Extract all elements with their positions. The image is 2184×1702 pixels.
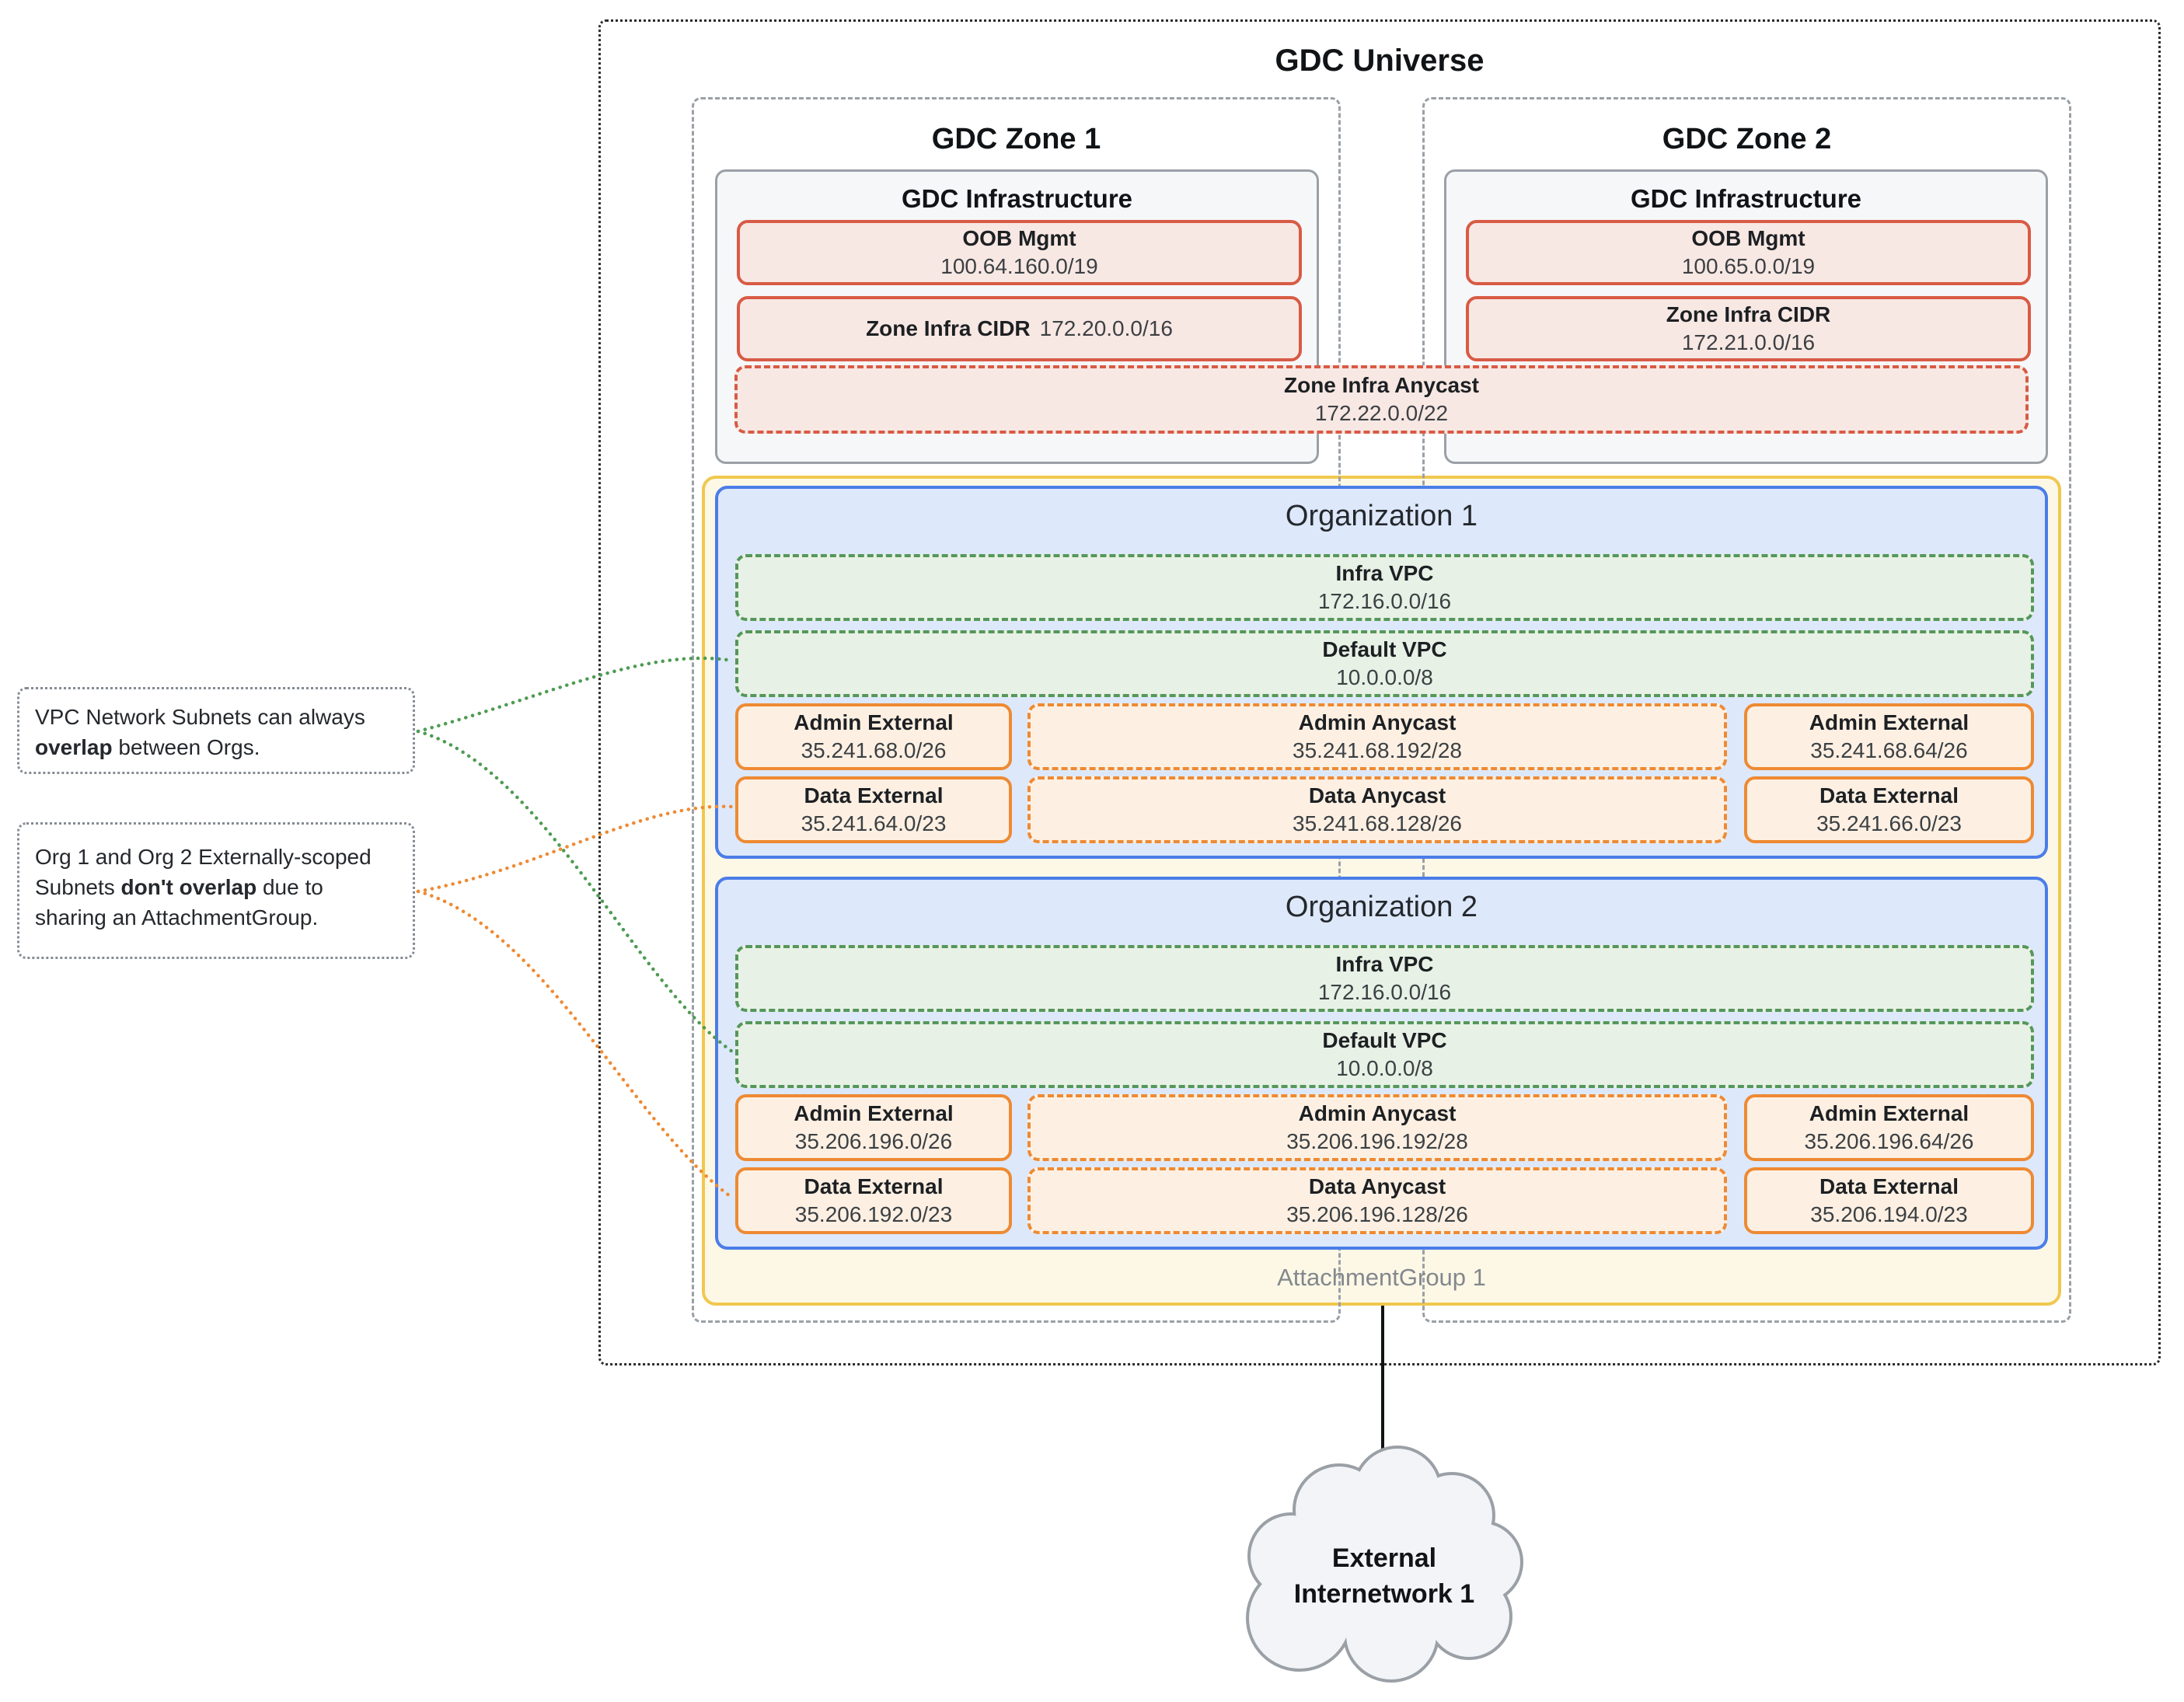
zone-1-infrastructure-title: GDC Infrastructure bbox=[901, 184, 1133, 213]
external-internetwork-label-line1: External bbox=[1331, 1543, 1437, 1573]
universe-title: GDC Universe bbox=[1275, 44, 1484, 78]
org-2-admin-external-left-cidr: 35.206.196.0/26 bbox=[794, 1129, 953, 1153]
org-2-infra-vpc-box: Infra VPC 172.16.0.0/16 bbox=[735, 945, 2034, 1012]
org-2-data-external-right-label: Data External bbox=[1819, 1174, 1959, 1198]
org-2-data-external-right-box: Data External 35.206.194.0/23 bbox=[1744, 1167, 2034, 1234]
org-1-admin-external-left-label: Admin External bbox=[794, 710, 954, 734]
org-1-data-external-left-cidr: 35.241.64.0/23 bbox=[801, 811, 947, 835]
zone-infra-anycast-label: Zone Infra Anycast bbox=[1283, 373, 1479, 397]
org-1-admin-anycast-cidr: 35.241.68.192/28 bbox=[1293, 738, 1462, 762]
zone-2-infra-cidr-value: 172.21.0.0/16 bbox=[1681, 330, 1816, 354]
zone-2-oob-mgmt-cidr: 100.65.0.0/19 bbox=[1681, 254, 1816, 278]
org-2-data-external-left-label: Data External bbox=[804, 1174, 944, 1198]
annotation-no-overlap-text-pre: Org 1 and Org 2 Externally-scoped Subnet… bbox=[35, 845, 372, 899]
org-1-admin-external-right-cidr: 35.241.68.64/26 bbox=[1810, 738, 1968, 762]
annotation-subnets-overlap: VPC Network Subnets can always overlap b… bbox=[17, 687, 415, 774]
attachment-group-label: AttachmentGroup 1 bbox=[1277, 1264, 1486, 1291]
org-1-data-external-right-label: Data External bbox=[1819, 783, 1959, 807]
org-2-admin-anycast-cidr: 35.206.196.192/28 bbox=[1286, 1129, 1468, 1153]
org-1-data-external-right-box: Data External 35.241.66.0/23 bbox=[1744, 776, 2034, 843]
annotation-no-overlap-text-post: due to sharing an AttachmentGroup. bbox=[35, 875, 323, 929]
organization-1-title: Organization 1 bbox=[1285, 500, 1478, 532]
org-2-infra-vpc-cidr: 172.16.0.0/16 bbox=[1317, 980, 1452, 1004]
zone-1-title: GDC Zone 1 bbox=[931, 123, 1101, 155]
zone-2-infra-cidr-box: Zone Infra CIDR 172.21.0.0/16 bbox=[1466, 296, 2031, 361]
zone-1-oob-mgmt-label: OOB Mgmt bbox=[962, 226, 1076, 250]
zone-1-infra-cidr-value: 172.20.0.0/16 bbox=[1039, 316, 1173, 340]
org-1-admin-external-left-cidr: 35.241.68.0/26 bbox=[801, 738, 947, 762]
org-1-admin-external-left-box: Admin External 35.241.68.0/26 bbox=[735, 703, 1012, 770]
org-2-default-vpc-cidr: 10.0.0.0/8 bbox=[1336, 1056, 1433, 1080]
org-2-admin-external-left-label: Admin External bbox=[794, 1101, 954, 1125]
org-2-default-vpc-label: Default VPC bbox=[1322, 1028, 1447, 1052]
zone-2-infra-cidr-label: Zone Infra CIDR bbox=[1666, 302, 1831, 326]
org-1-data-anycast-cidr: 35.241.68.128/26 bbox=[1293, 811, 1462, 835]
org-1-infra-vpc-box: Infra VPC 172.16.0.0/16 bbox=[735, 554, 2034, 621]
zone-2-infrastructure-title: GDC Infrastructure bbox=[1630, 184, 1862, 213]
org-1-data-anycast-box: Data Anycast 35.241.68.128/26 bbox=[1027, 776, 1727, 843]
zone-2-title: GDC Zone 2 bbox=[1662, 123, 1832, 155]
org-2-admin-external-left-box: Admin External 35.206.196.0/26 bbox=[735, 1094, 1012, 1161]
annotation-no-overlap-text-bold: don't overlap bbox=[120, 875, 257, 899]
org-2-data-external-left-box: Data External 35.206.192.0/23 bbox=[735, 1167, 1012, 1234]
annotation-overlap-text-pre: VPC Network Subnets can always bbox=[35, 705, 365, 729]
org-1-admin-anycast-label: Admin Anycast bbox=[1298, 710, 1457, 734]
zone-1-infra-cidr-box: Zone Infra CIDR 172.20.0.0/16 bbox=[737, 296, 1302, 361]
annotation-subnets-dont-overlap: Org 1 and Org 2 Externally-scoped Subnet… bbox=[17, 822, 415, 959]
org-2-data-anycast-cidr: 35.206.196.128/26 bbox=[1286, 1202, 1468, 1226]
external-internetwork-label: External Internetwork 1 bbox=[1252, 1540, 1516, 1612]
org-2-data-external-left-cidr: 35.206.192.0/23 bbox=[794, 1202, 953, 1226]
external-internetwork-label-line2: Internetwork 1 bbox=[1293, 1579, 1475, 1609]
org-1-infra-vpc-cidr: 172.16.0.0/16 bbox=[1317, 589, 1452, 613]
org-2-data-external-right-cidr: 35.206.194.0/23 bbox=[1810, 1202, 1968, 1226]
zone-1-oob-mgmt-cidr: 100.64.160.0/19 bbox=[940, 254, 1098, 278]
org-1-admin-external-right-label: Admin External bbox=[1809, 710, 1969, 734]
org-2-data-anycast-box: Data Anycast 35.206.196.128/26 bbox=[1027, 1167, 1727, 1234]
org-2-admin-external-right-box: Admin External 35.206.196.64/26 bbox=[1744, 1094, 2034, 1161]
zone-1-oob-mgmt-box: OOB Mgmt 100.64.160.0/19 bbox=[737, 220, 1302, 285]
org-1-default-vpc-cidr: 10.0.0.0/8 bbox=[1336, 665, 1433, 689]
org-1-infra-vpc-label: Infra VPC bbox=[1335, 561, 1434, 585]
org-2-admin-external-right-cidr: 35.206.196.64/26 bbox=[1804, 1129, 1974, 1153]
zone-infra-anycast-cidr: 172.22.0.0/22 bbox=[1314, 401, 1449, 425]
zone-1-infra-cidr-label: Zone Infra CIDR bbox=[866, 316, 1031, 340]
annotation-overlap-text-post: between Orgs. bbox=[112, 735, 260, 759]
org-1-default-vpc-box: Default VPC 10.0.0.0/8 bbox=[735, 630, 2034, 697]
org-1-default-vpc-label: Default VPC bbox=[1322, 637, 1447, 661]
organization-1-box: Organization 1 Infra VPC 172.16.0.0/16 D… bbox=[715, 486, 2048, 859]
org-2-infra-vpc-label: Infra VPC bbox=[1335, 952, 1434, 976]
annotation-overlap-text-bold: overlap bbox=[35, 735, 113, 759]
org-2-admin-anycast-label: Admin Anycast bbox=[1298, 1101, 1457, 1125]
zone-2-oob-mgmt-box: OOB Mgmt 100.65.0.0/19 bbox=[1466, 220, 2031, 285]
zone-infra-anycast-box: Zone Infra Anycast 172.22.0.0/22 bbox=[734, 365, 2029, 434]
org-1-admin-external-right-box: Admin External 35.241.68.64/26 bbox=[1744, 703, 2034, 770]
org-1-data-external-right-cidr: 35.241.66.0/23 bbox=[1816, 811, 1962, 835]
organization-2-title: Organization 2 bbox=[1285, 891, 1478, 923]
org-1-data-anycast-label: Data Anycast bbox=[1308, 783, 1446, 807]
organization-2-box: Organization 2 Infra VPC 172.16.0.0/16 D… bbox=[715, 877, 2048, 1250]
org-1-data-external-left-label: Data External bbox=[804, 783, 944, 807]
org-1-admin-anycast-box: Admin Anycast 35.241.68.192/28 bbox=[1027, 703, 1727, 770]
org-2-default-vpc-box: Default VPC 10.0.0.0/8 bbox=[735, 1021, 2034, 1088]
org-2-admin-anycast-box: Admin Anycast 35.206.196.192/28 bbox=[1027, 1094, 1727, 1161]
org-2-admin-external-right-label: Admin External bbox=[1809, 1101, 1969, 1125]
org-2-data-anycast-label: Data Anycast bbox=[1308, 1174, 1446, 1198]
zone-2-oob-mgmt-label: OOB Mgmt bbox=[1691, 226, 1805, 250]
org-1-data-external-left-box: Data External 35.241.64.0/23 bbox=[735, 776, 1012, 843]
